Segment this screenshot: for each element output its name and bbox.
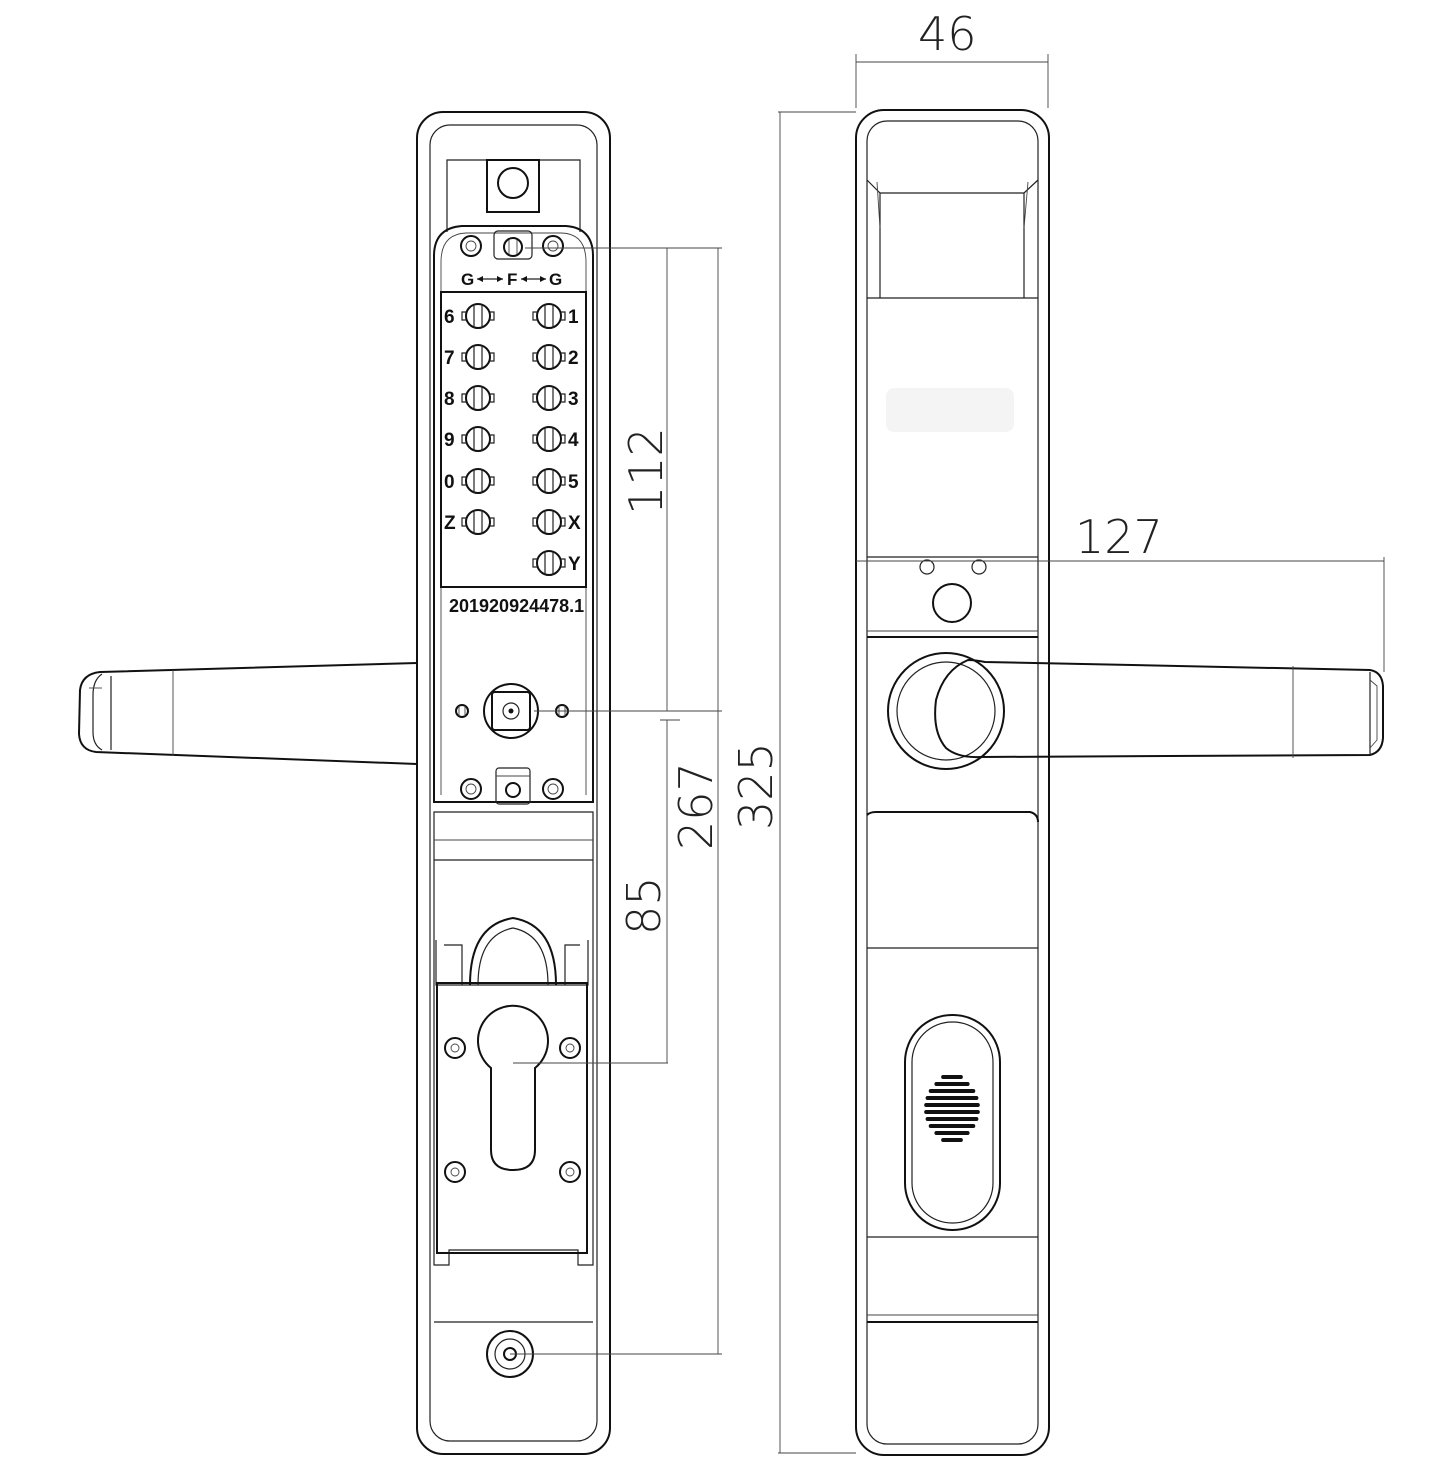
keypad-knob-icon	[532, 509, 566, 535]
spindle-icon	[483, 683, 539, 739]
grille-slot	[924, 1110, 980, 1114]
front-view: G F G 6 7 8 9 0Z 1 2 3 4 5XY 201920924478.1	[77, 111, 611, 1455]
keypad-knob-icon	[532, 426, 566, 452]
keypad-buttons: 6 7 8 9 0Z 1 2 3 4 5XY	[444, 303, 581, 576]
top-cam-hole	[497, 167, 529, 199]
grille-slot	[934, 1131, 970, 1135]
screw-icon	[542, 235, 564, 257]
keypad-knob-icon	[532, 344, 566, 370]
top-pin-icon	[503, 237, 523, 257]
cylinder-plate	[436, 982, 588, 1254]
keypad-knob-icon	[461, 385, 495, 411]
front-handle	[77, 662, 418, 765]
keypad-key-label: 1	[568, 307, 579, 328]
side-plate-outer	[855, 109, 1050, 1456]
keypad-key-label: 4	[568, 430, 579, 451]
screw-icon	[444, 1037, 466, 1059]
screw-icon	[460, 235, 482, 257]
dim-112: 112	[619, 427, 673, 515]
dim-85: 85	[617, 876, 671, 935]
grille-slot	[941, 1138, 963, 1142]
screw-icon	[460, 778, 482, 800]
keypad-knob-icon	[532, 550, 566, 576]
grille-slot	[925, 1096, 979, 1100]
keypad-key-label: 0	[444, 472, 455, 493]
keypad-window	[440, 291, 587, 588]
keypad-key-label: Z	[444, 513, 456, 534]
top-recess	[446, 159, 581, 232]
cover-capsule	[904, 1014, 1001, 1231]
display-area	[886, 388, 1014, 432]
lower-body	[433, 811, 594, 1266]
keypad-key-label: 6	[444, 307, 455, 328]
grille-slot	[934, 1082, 970, 1086]
front-plate-inner	[429, 124, 598, 1442]
gfg-right: G	[549, 270, 562, 289]
screw-icon	[455, 704, 469, 718]
front-plate-outer	[416, 111, 611, 1455]
keypad-key-label: 7	[444, 348, 455, 369]
grille-slot	[924, 1103, 980, 1107]
gfg-arrows	[477, 276, 546, 282]
euro-cylinder-hole	[477, 1004, 549, 1172]
dim-127: 127	[1075, 510, 1163, 564]
dim-267: 267	[669, 762, 723, 850]
keypad-key-label: X	[568, 513, 581, 534]
screw-icon	[542, 778, 564, 800]
keypad-knob-icon	[461, 509, 495, 535]
keypad-knob-icon	[461, 468, 495, 494]
grille-slot	[941, 1075, 963, 1079]
keypad-key-label: 8	[444, 389, 455, 410]
gfg-left: G	[461, 270, 474, 289]
camera-lens-icon	[932, 583, 972, 623]
serial-number: 201920924478.1	[449, 596, 584, 616]
keypad-knob-icon	[461, 426, 495, 452]
side-handle	[887, 652, 1384, 770]
screw-icon	[444, 1161, 466, 1183]
vent-grille	[924, 1075, 980, 1142]
dimension-lines: 46 127 325 267 112 85	[510, 7, 1385, 1454]
side-view	[855, 109, 1384, 1456]
keypad-knob-icon	[532, 385, 566, 411]
grille-slot	[928, 1089, 976, 1093]
screw-icon	[559, 1037, 581, 1059]
keypad-key-label: 3	[568, 389, 579, 410]
keypad-key-label: 5	[568, 472, 579, 493]
keypad-knob-icon	[461, 344, 495, 370]
sensor-icon	[919, 559, 935, 575]
keypad-knob-icon	[532, 468, 566, 494]
keypad-knob-icon	[532, 303, 566, 329]
keypad-key-label: 2	[568, 348, 579, 369]
grille-slot	[925, 1117, 979, 1121]
sensor-icon	[971, 559, 987, 575]
side-plate-inner	[866, 120, 1039, 1445]
grille-slot	[928, 1124, 976, 1128]
keypad-knob-icon	[461, 303, 495, 329]
screw-icon	[559, 1161, 581, 1183]
keypad-key-label: 9	[444, 430, 455, 451]
top-cam-block	[486, 159, 540, 213]
keypad-key-label: Y	[568, 554, 581, 575]
dim-325: 325	[729, 742, 783, 830]
gfg-middle: F	[507, 270, 517, 289]
dim-46: 46	[918, 7, 977, 61]
keypad-carrier	[433, 225, 594, 803]
